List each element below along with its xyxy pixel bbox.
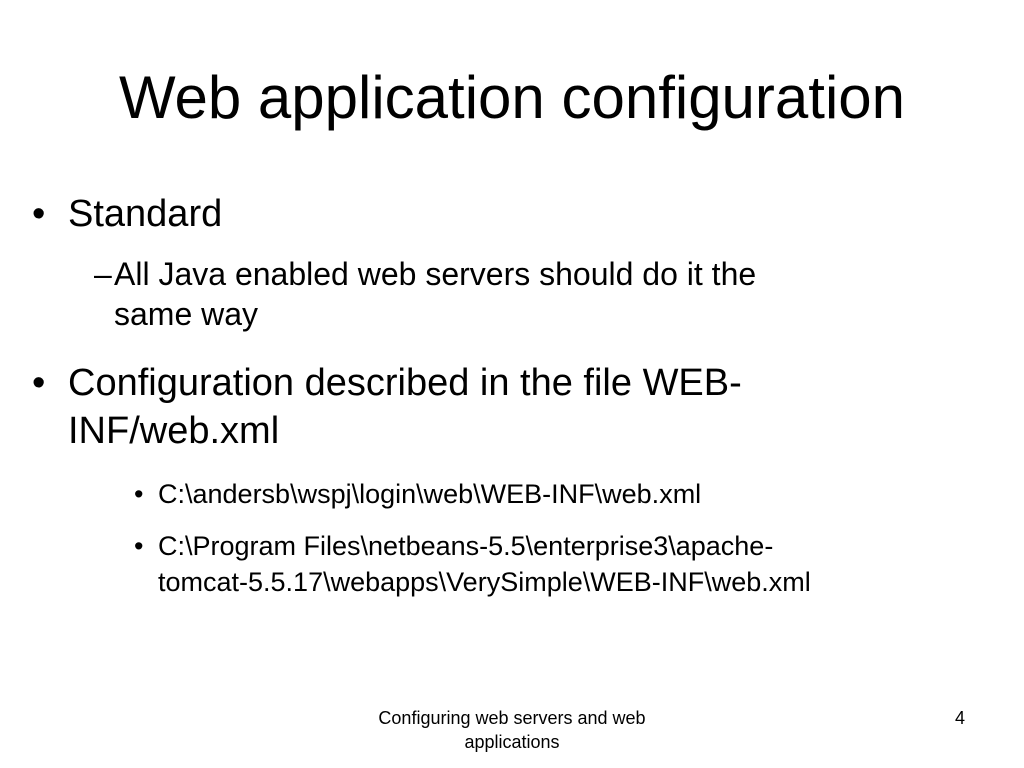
sub-bullet-line: All Java enabled web servers should do i… <box>114 256 757 292</box>
footer-line: Configuring web servers and web <box>378 708 646 728</box>
bullet-marker: • <box>134 479 144 509</box>
bullet-line: Configuration described in the file WEB- <box>68 362 742 404</box>
dash-marker: – <box>94 256 112 292</box>
footer-line: applications <box>464 732 560 752</box>
bullet-marker: • <box>32 193 46 235</box>
bullet-marker: • <box>134 531 144 561</box>
bullet-line: Standard <box>68 193 223 235</box>
sub-bullet-line: same way <box>114 296 259 332</box>
path-line: C:\andersb\wspj\login\web\WEB-INF\web.xm… <box>158 479 702 509</box>
slide-title: Web application configuration <box>118 64 906 131</box>
footer-text: Configuring web servers and web applicat… <box>312 706 712 754</box>
bullet-marker: • <box>32 362 46 404</box>
path-text: C:\Program Files\netbeans-5.5\enterprise… <box>158 528 811 600</box>
page-number: 4 <box>954 708 965 728</box>
sub-bullet-text: All Java enabled web servers should do i… <box>114 254 756 334</box>
path-line: tomcat-5.5.17\webapps\VerySimple\WEB-INF… <box>158 567 811 597</box>
bullet-text: Configuration described in the file WEB-… <box>68 359 742 455</box>
bullet-text: Standard <box>68 190 222 238</box>
path-text: C:\andersb\wspj\login\web\WEB-INF\web.xm… <box>158 476 701 512</box>
bullet-line: INF/web.xml <box>68 410 280 452</box>
path-line: C:\Program Files\netbeans-5.5\enterprise… <box>158 531 774 561</box>
